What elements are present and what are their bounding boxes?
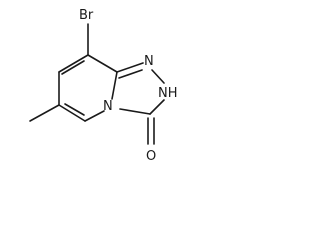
bond-n1-n2	[151, 69, 165, 84]
bond-c6-methyl	[29, 104, 60, 122]
bond-group	[29, 23, 165, 145]
oxygen-label: O	[146, 149, 156, 164]
atom-label-group: Br N N NH O	[79, 8, 178, 164]
bond-c3-n4	[119, 108, 151, 115]
nitrogen-n1-label: N	[144, 54, 154, 69]
bond-c6-c5-inner	[64, 103, 85, 116]
bond-c8a-n1	[116, 62, 144, 73]
molecule-structure: Br N N NH O	[29, 8, 178, 164]
bond-c5-n4	[84, 110, 105, 122]
nitrogen-nh-label: NH	[158, 86, 178, 101]
bond-c8a-c8	[87, 54, 118, 73]
bond-n4-c8a	[111, 71, 118, 100]
bond-c6-c5	[58, 104, 86, 122]
nitrogen-ring-label: N	[103, 99, 113, 114]
bond-c8-c7-inner	[61, 60, 85, 75]
bromine-label: Br	[79, 8, 94, 23]
bond-n2-c3	[149, 99, 165, 115]
bond-c8-c7	[58, 54, 89, 73]
bond-c8a-n1-inner	[118, 69, 143, 79]
